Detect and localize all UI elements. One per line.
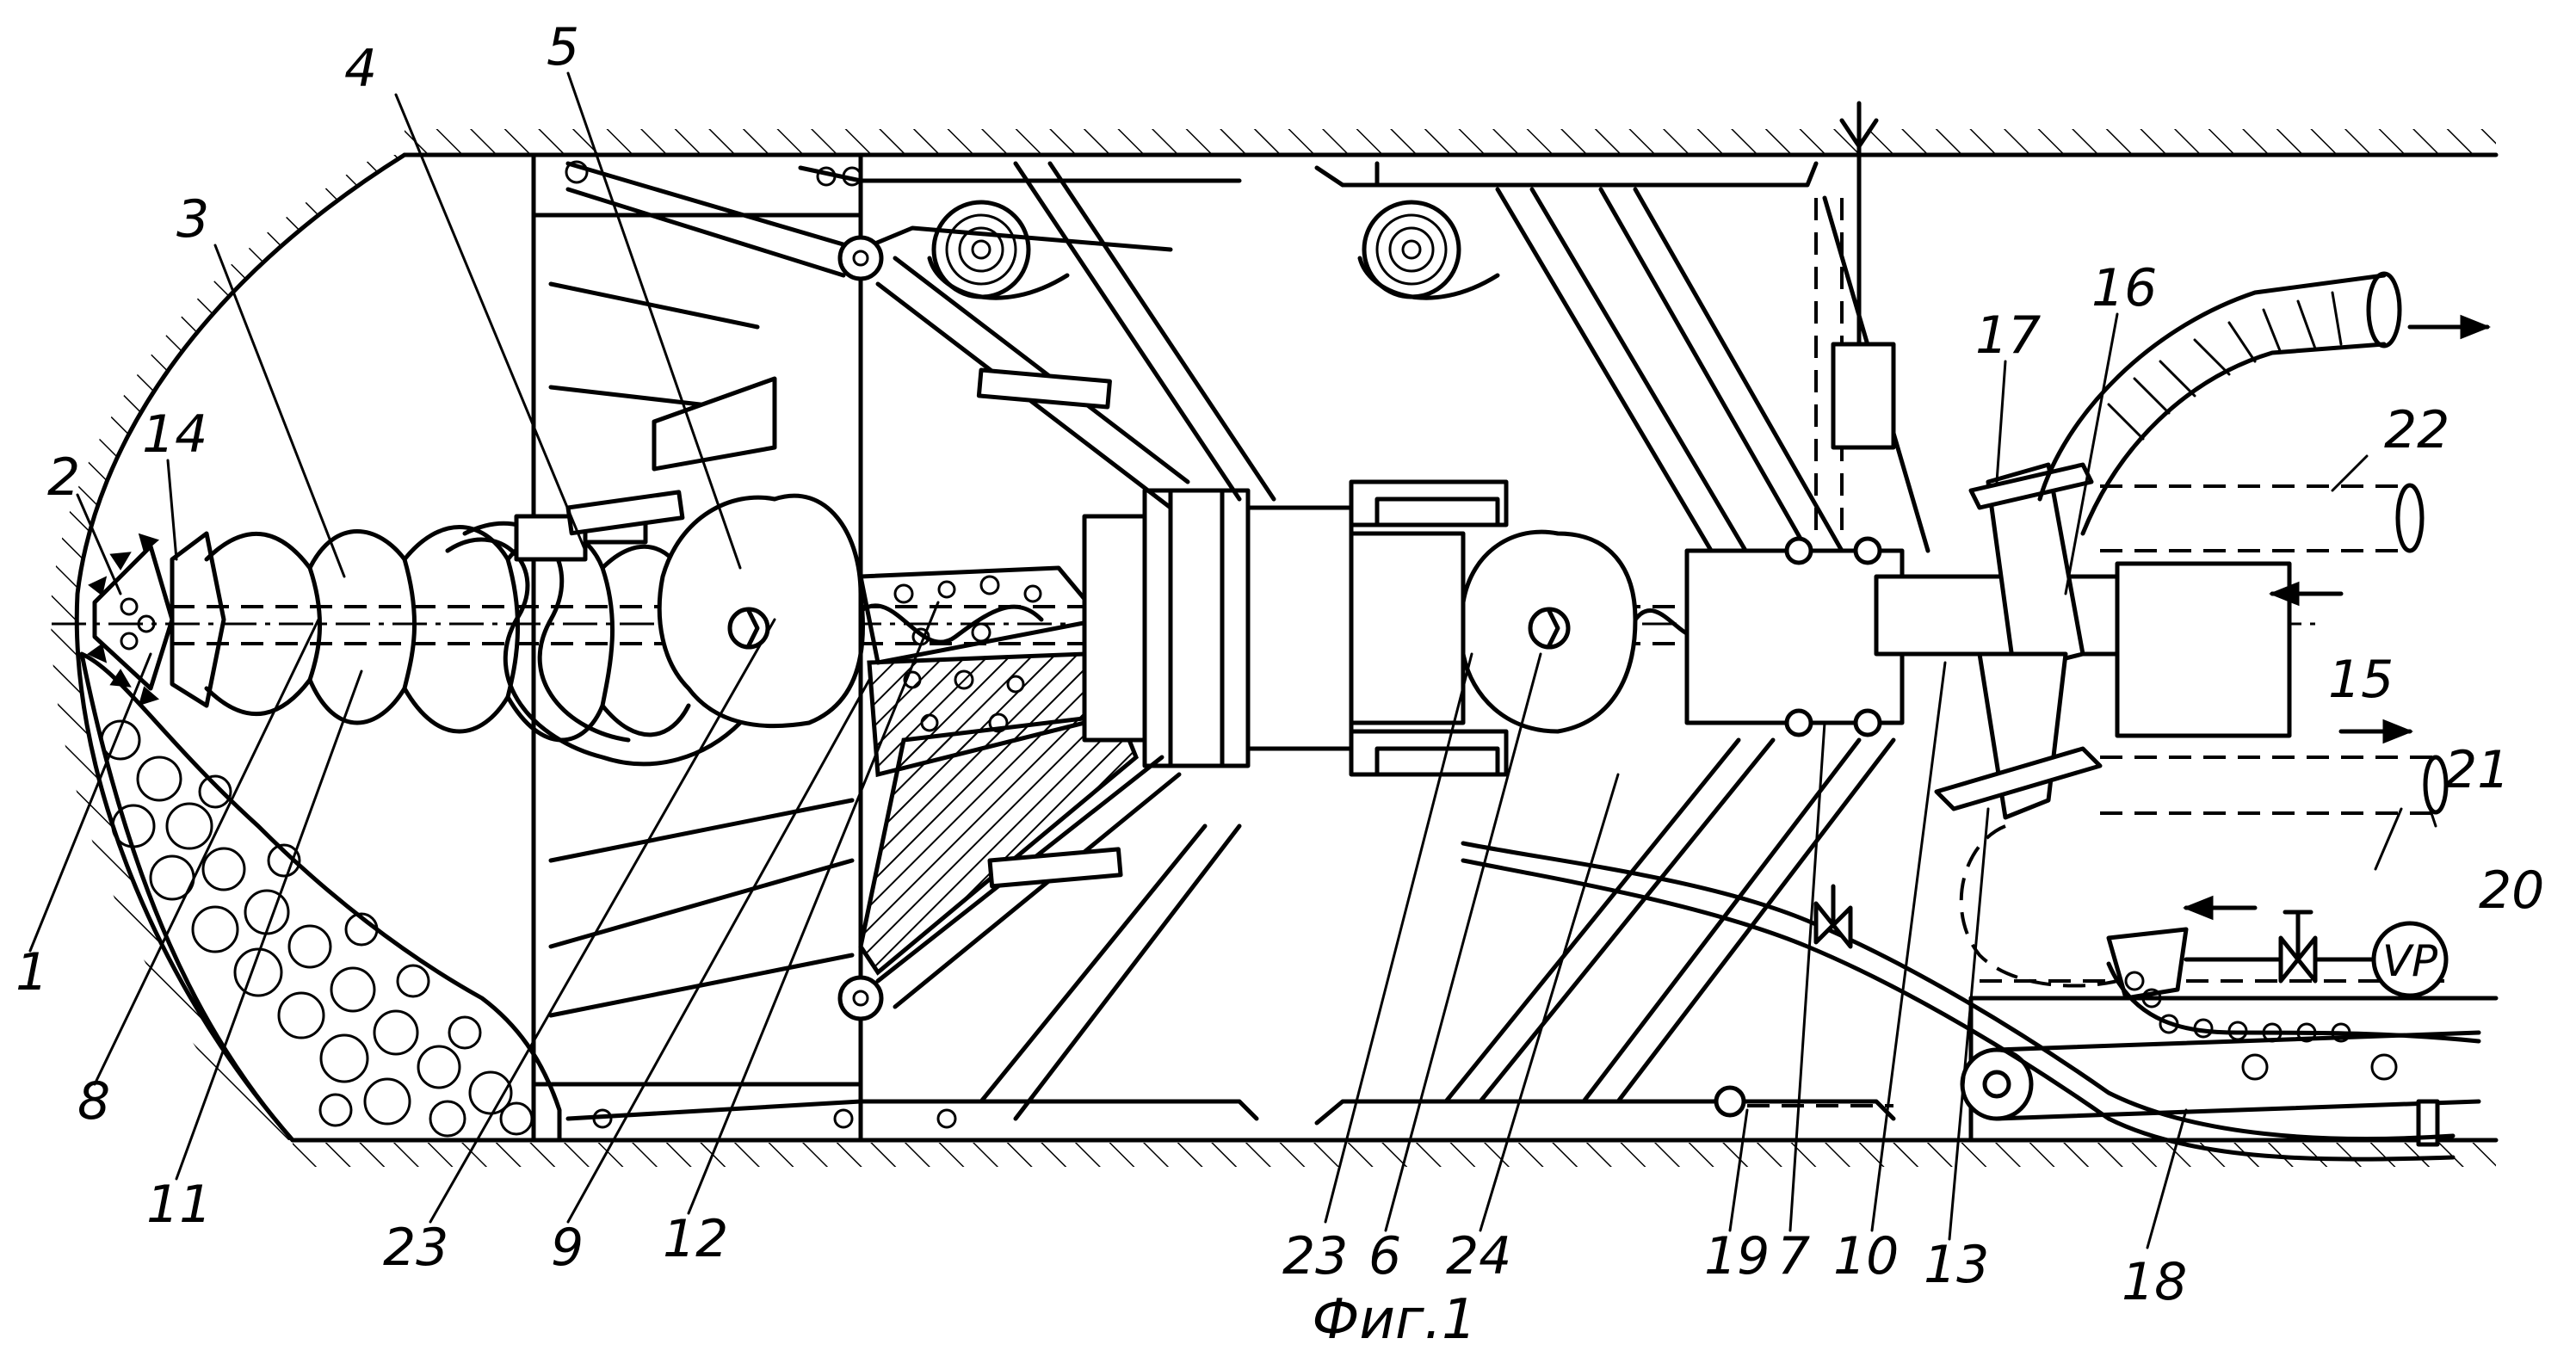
label-1: 1 (15, 942, 48, 1002)
pipe-22 (2100, 485, 2422, 551)
label-16: 16 (2091, 258, 2157, 318)
label-13: 13 (1924, 1235, 1989, 1295)
label-23b: 23 (1282, 1226, 1348, 1286)
floor-shoe-front (568, 1101, 1257, 1127)
label-22: 22 (2384, 400, 2449, 460)
label-14: 14 (142, 404, 207, 465)
label-9: 9 (551, 1218, 584, 1278)
pump-symbol: VP (2382, 936, 2438, 986)
label-12: 12 (663, 1209, 728, 1269)
label-15: 15 (2328, 650, 2394, 710)
label-19: 19 (1704, 1226, 1770, 1286)
figure-caption: Фиг.1 (1312, 1288, 1476, 1352)
label-5: 5 (547, 17, 579, 77)
drive-housing-rear (1463, 532, 1635, 731)
floor-shoe-rear (1317, 1101, 1893, 1123)
drive-housing-front (516, 496, 863, 726)
pump-line: VP (2186, 912, 2446, 996)
muck-pile (82, 654, 559, 1140)
label-21: 21 (2444, 740, 2510, 800)
label-7: 7 (1777, 1226, 1810, 1286)
label-24: 24 (1446, 1226, 1511, 1286)
label-4: 4 (344, 39, 377, 99)
label-8: 8 (77, 1071, 110, 1132)
label-10: 10 (1833, 1226, 1899, 1286)
cutter-head (90, 534, 224, 706)
roof-shoe-rear (1317, 163, 1816, 185)
label-3: 3 (176, 189, 209, 250)
label-11: 11 (146, 1175, 212, 1235)
slurry-hose (1463, 843, 2453, 1159)
control-unit-15 (2117, 564, 2289, 736)
label-18: 18 (2122, 1252, 2187, 1312)
label-17: 17 (1975, 305, 2041, 366)
label-20: 20 (2479, 860, 2544, 921)
label-6: 6 (1368, 1226, 1401, 1286)
label-23a: 23 (383, 1218, 448, 1278)
cable-drum-front (930, 202, 1067, 298)
label-2: 2 (47, 447, 80, 508)
cable-drum-rear (1360, 202, 1498, 298)
